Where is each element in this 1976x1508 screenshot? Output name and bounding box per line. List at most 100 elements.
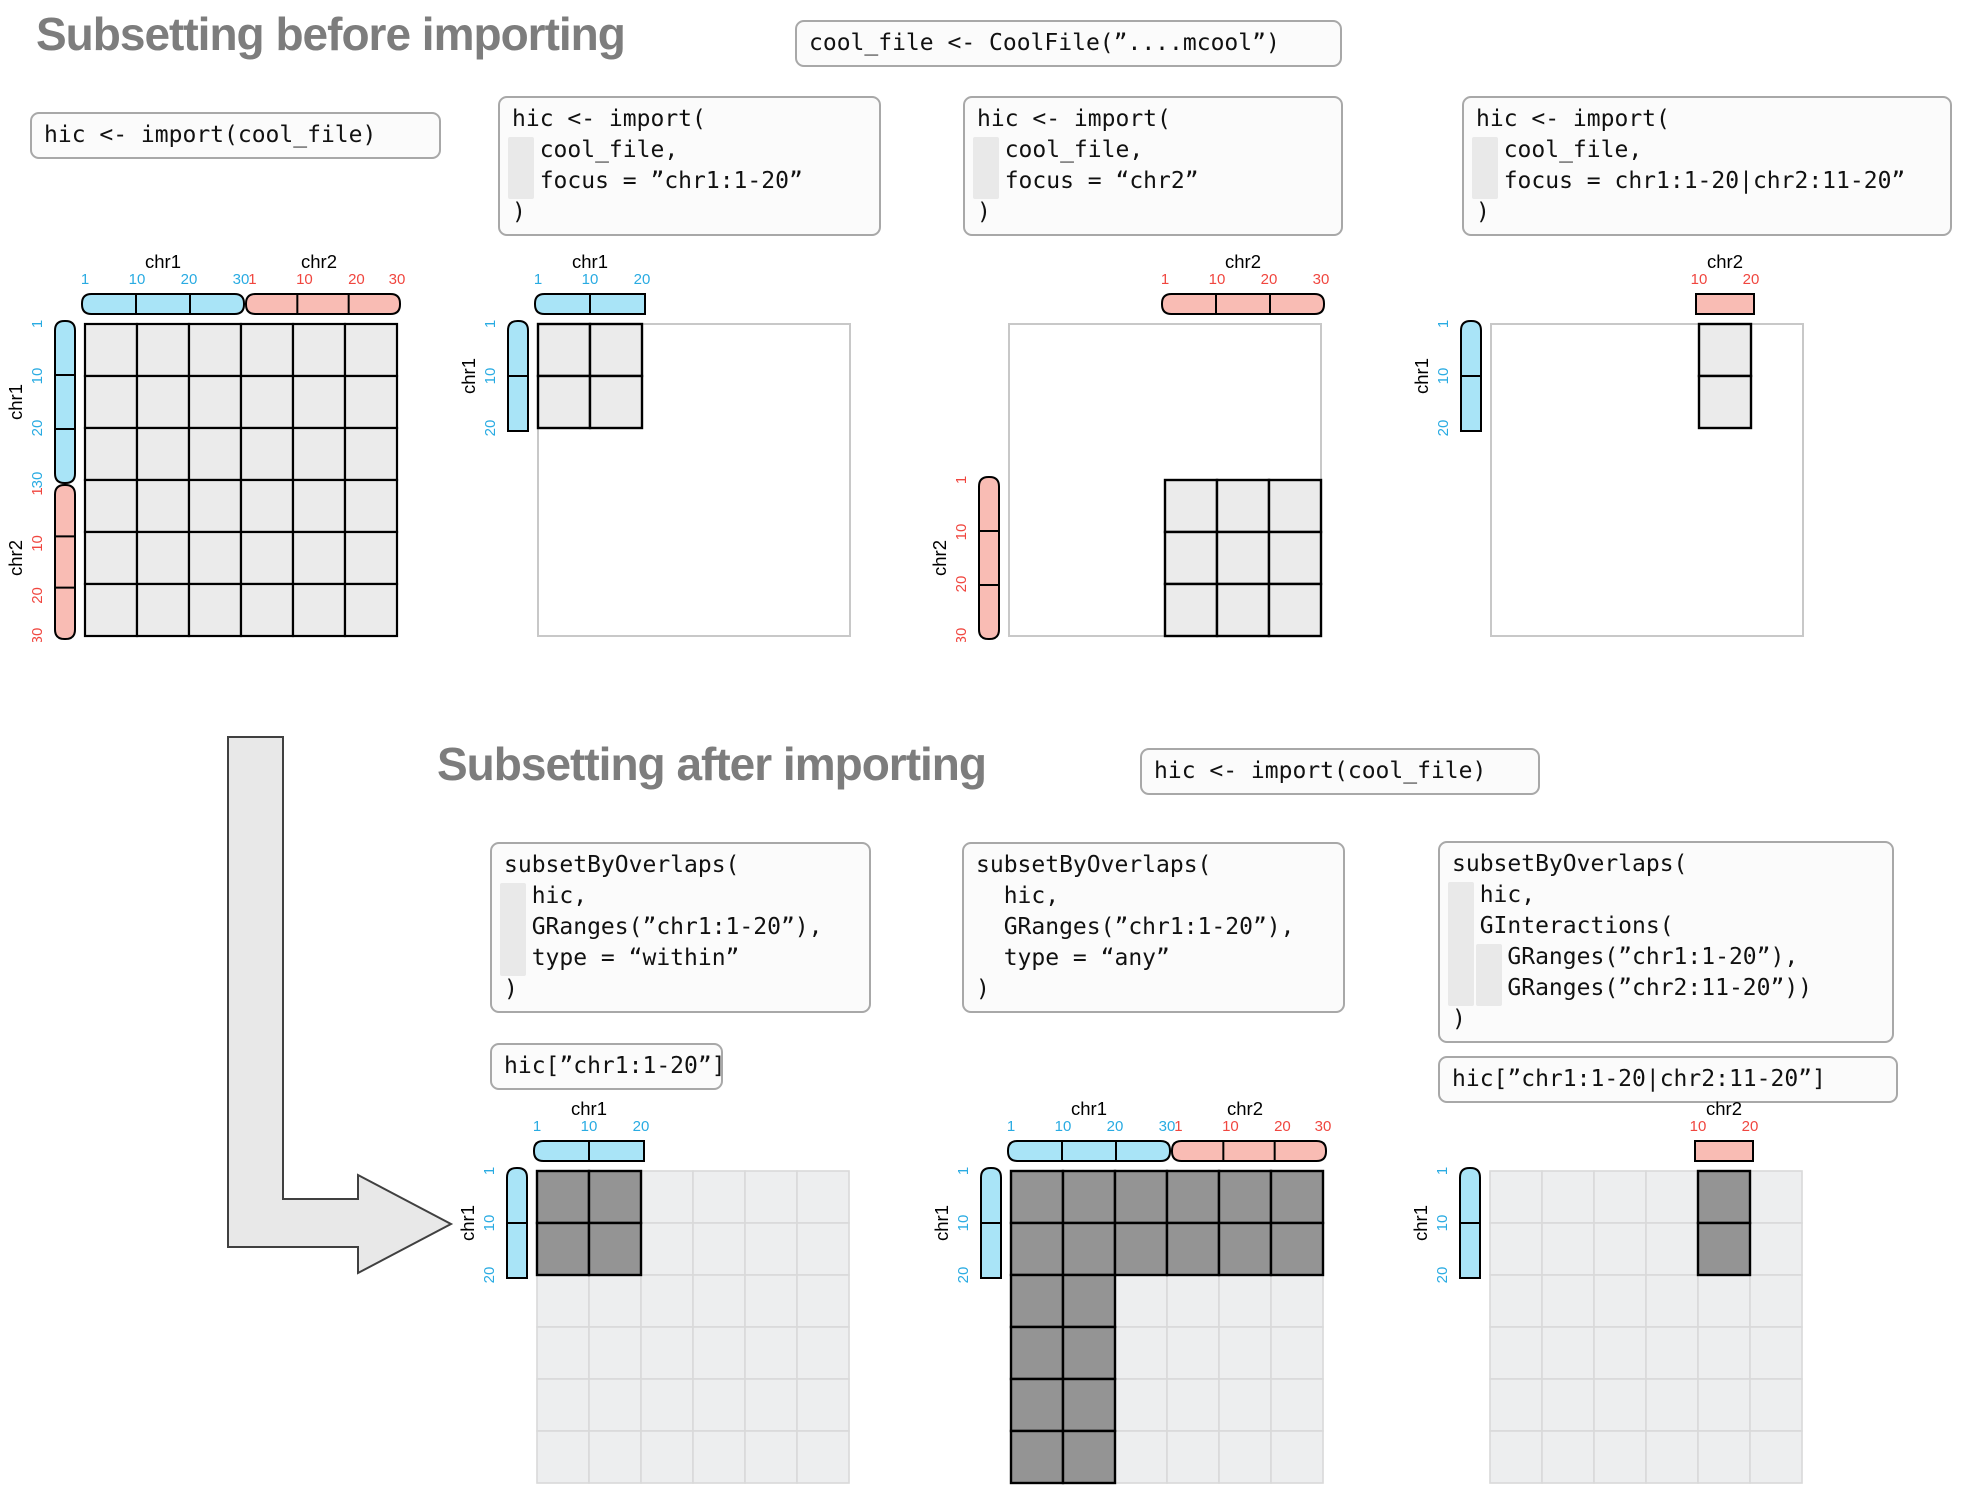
axis-tick-label: 1 xyxy=(955,1167,972,1175)
code-box-bracket-trans: hic[”chr1:1-20|chr2:11-20”] xyxy=(1438,1056,1898,1103)
indent-highlight xyxy=(508,137,534,199)
axis-tick-label: 10 xyxy=(1222,1118,1239,1135)
code-line: cool_file, xyxy=(1476,137,1643,163)
code-line: ) xyxy=(504,976,518,1002)
code-line: focus = ”chr1:1-20” xyxy=(512,168,803,194)
code-line: GRanges(”chr1:1-20”), xyxy=(976,914,1295,940)
top-track-chr1: 1 10 20 chr1 xyxy=(533,1098,650,1162)
axis-tick-label: 1 xyxy=(953,476,970,484)
code-line: ) xyxy=(512,199,526,225)
highlighted-cells xyxy=(1163,478,1323,638)
chromosome-capsule xyxy=(1171,1140,1327,1162)
code-line: ) xyxy=(1476,199,1490,225)
code-line: hic, xyxy=(1452,882,1536,908)
highlighted-cells xyxy=(1009,1169,1325,1485)
axis-tick-label: 1 xyxy=(1161,271,1169,288)
axis-tick-label: 20 xyxy=(1274,1118,1291,1135)
code-line: type = “any” xyxy=(976,945,1170,971)
code-box-import-focus-chr2: hic <- import( cool_file, focus = “chr2”… xyxy=(963,96,1343,236)
chromosome-capsule xyxy=(245,293,401,315)
axis-tick-label: 1 xyxy=(534,271,542,288)
chromosome-label: chr1 xyxy=(571,1098,607,1119)
chromosome-capsule xyxy=(1007,1140,1171,1162)
code-box-import-focus-trans: hic <- import( cool_file, focus = chr1:1… xyxy=(1462,96,1952,236)
axis-tick-label: 10 xyxy=(1435,368,1452,385)
chromosome-capsule xyxy=(54,320,76,484)
axis-tick-label: 1 xyxy=(1007,1118,1015,1135)
code-box-import-focus-cis: hic <- import( cool_file, focus = ”chr1:… xyxy=(498,96,881,236)
code-line: hic[”chr1:1-20|chr2:11-20”] xyxy=(1452,1066,1826,1092)
axis-tick-label: 30 xyxy=(233,271,250,288)
chromosome-capsule xyxy=(1161,293,1325,315)
axis-tick-label: 1 xyxy=(29,487,46,495)
chromosome-capsule xyxy=(54,484,76,640)
axis-tick-label: 10 xyxy=(581,1118,598,1135)
code-line: ) xyxy=(1452,1006,1466,1032)
chromosome-label: chr2 xyxy=(1706,1098,1742,1119)
axis-tick-label: 20 xyxy=(633,1118,650,1135)
code-line: subsetByOverlaps( xyxy=(976,852,1212,878)
axis-tick-label: 1 xyxy=(481,1167,498,1175)
axis-tick-label: 1 xyxy=(482,320,499,328)
axis-tick-label: 10 xyxy=(1690,1118,1707,1135)
code-line: cool_file, xyxy=(977,137,1144,163)
axis-tick-label: 1 xyxy=(1434,1167,1451,1175)
axis-tick-label: 20 xyxy=(953,576,970,593)
chromosome-label: chr1 xyxy=(457,1205,478,1241)
chromosome-label: chr1 xyxy=(458,358,479,394)
axis-tick-label: 20 xyxy=(481,1267,498,1284)
chromosome-label: chr2 xyxy=(1707,251,1743,272)
chromosome-capsule xyxy=(978,476,1000,640)
chromosome-label: chr1 xyxy=(572,251,608,272)
highlighted-cells xyxy=(1696,1169,1752,1277)
axis-tick-label: 20 xyxy=(634,271,651,288)
flow-arrow-icon xyxy=(227,736,454,1275)
indent-highlight xyxy=(500,883,526,976)
axis-tick-label: 10 xyxy=(953,524,970,541)
code-line: cool_file <- CoolFile(”....mcool”) xyxy=(809,30,1280,56)
code-line: GInteractions( xyxy=(1452,913,1674,939)
highlighted-cells xyxy=(1697,322,1753,430)
axis-tick-label: 1 xyxy=(29,320,46,328)
axis-tick-label: 20 xyxy=(1743,271,1760,288)
axis-tick-label: 20 xyxy=(955,1267,972,1284)
indent-highlight xyxy=(1472,137,1498,199)
code-line: GRanges(”chr1:1-20”), xyxy=(504,914,823,940)
code-line: hic <- import( xyxy=(512,106,706,132)
section-title-after-importing: Subsetting after importing xyxy=(437,738,987,790)
code-box-import-after: hic <- import(cool_file) xyxy=(1140,748,1540,795)
axis-tick-label: 1 xyxy=(81,271,89,288)
code-line: hic, xyxy=(504,883,588,909)
grid-background xyxy=(1490,323,1804,637)
indent-highlight xyxy=(1448,882,1474,1006)
grid-background xyxy=(536,1170,850,1484)
grid-background xyxy=(83,322,399,638)
chromosome-label: chr1 xyxy=(145,251,181,272)
code-line: focus = chr1:1-20|chr2:11-20” xyxy=(1476,168,1906,194)
axis-tick-label: 1 xyxy=(533,1118,541,1135)
indent-highlight xyxy=(1476,944,1502,1006)
axis-tick-label: 20 xyxy=(1107,1118,1124,1135)
axis-tick-label: 30 xyxy=(1315,1118,1332,1135)
code-line: focus = “chr2” xyxy=(977,168,1199,194)
section-title-before-importing: Subsetting before importing xyxy=(36,8,626,60)
code-line: GRanges(”chr2:11-20”)) xyxy=(1452,975,1813,1001)
axis-tick-label: 30 xyxy=(953,628,970,642)
chromosome-label: chr2 xyxy=(929,540,950,576)
highlighted-cells xyxy=(535,1169,643,1277)
